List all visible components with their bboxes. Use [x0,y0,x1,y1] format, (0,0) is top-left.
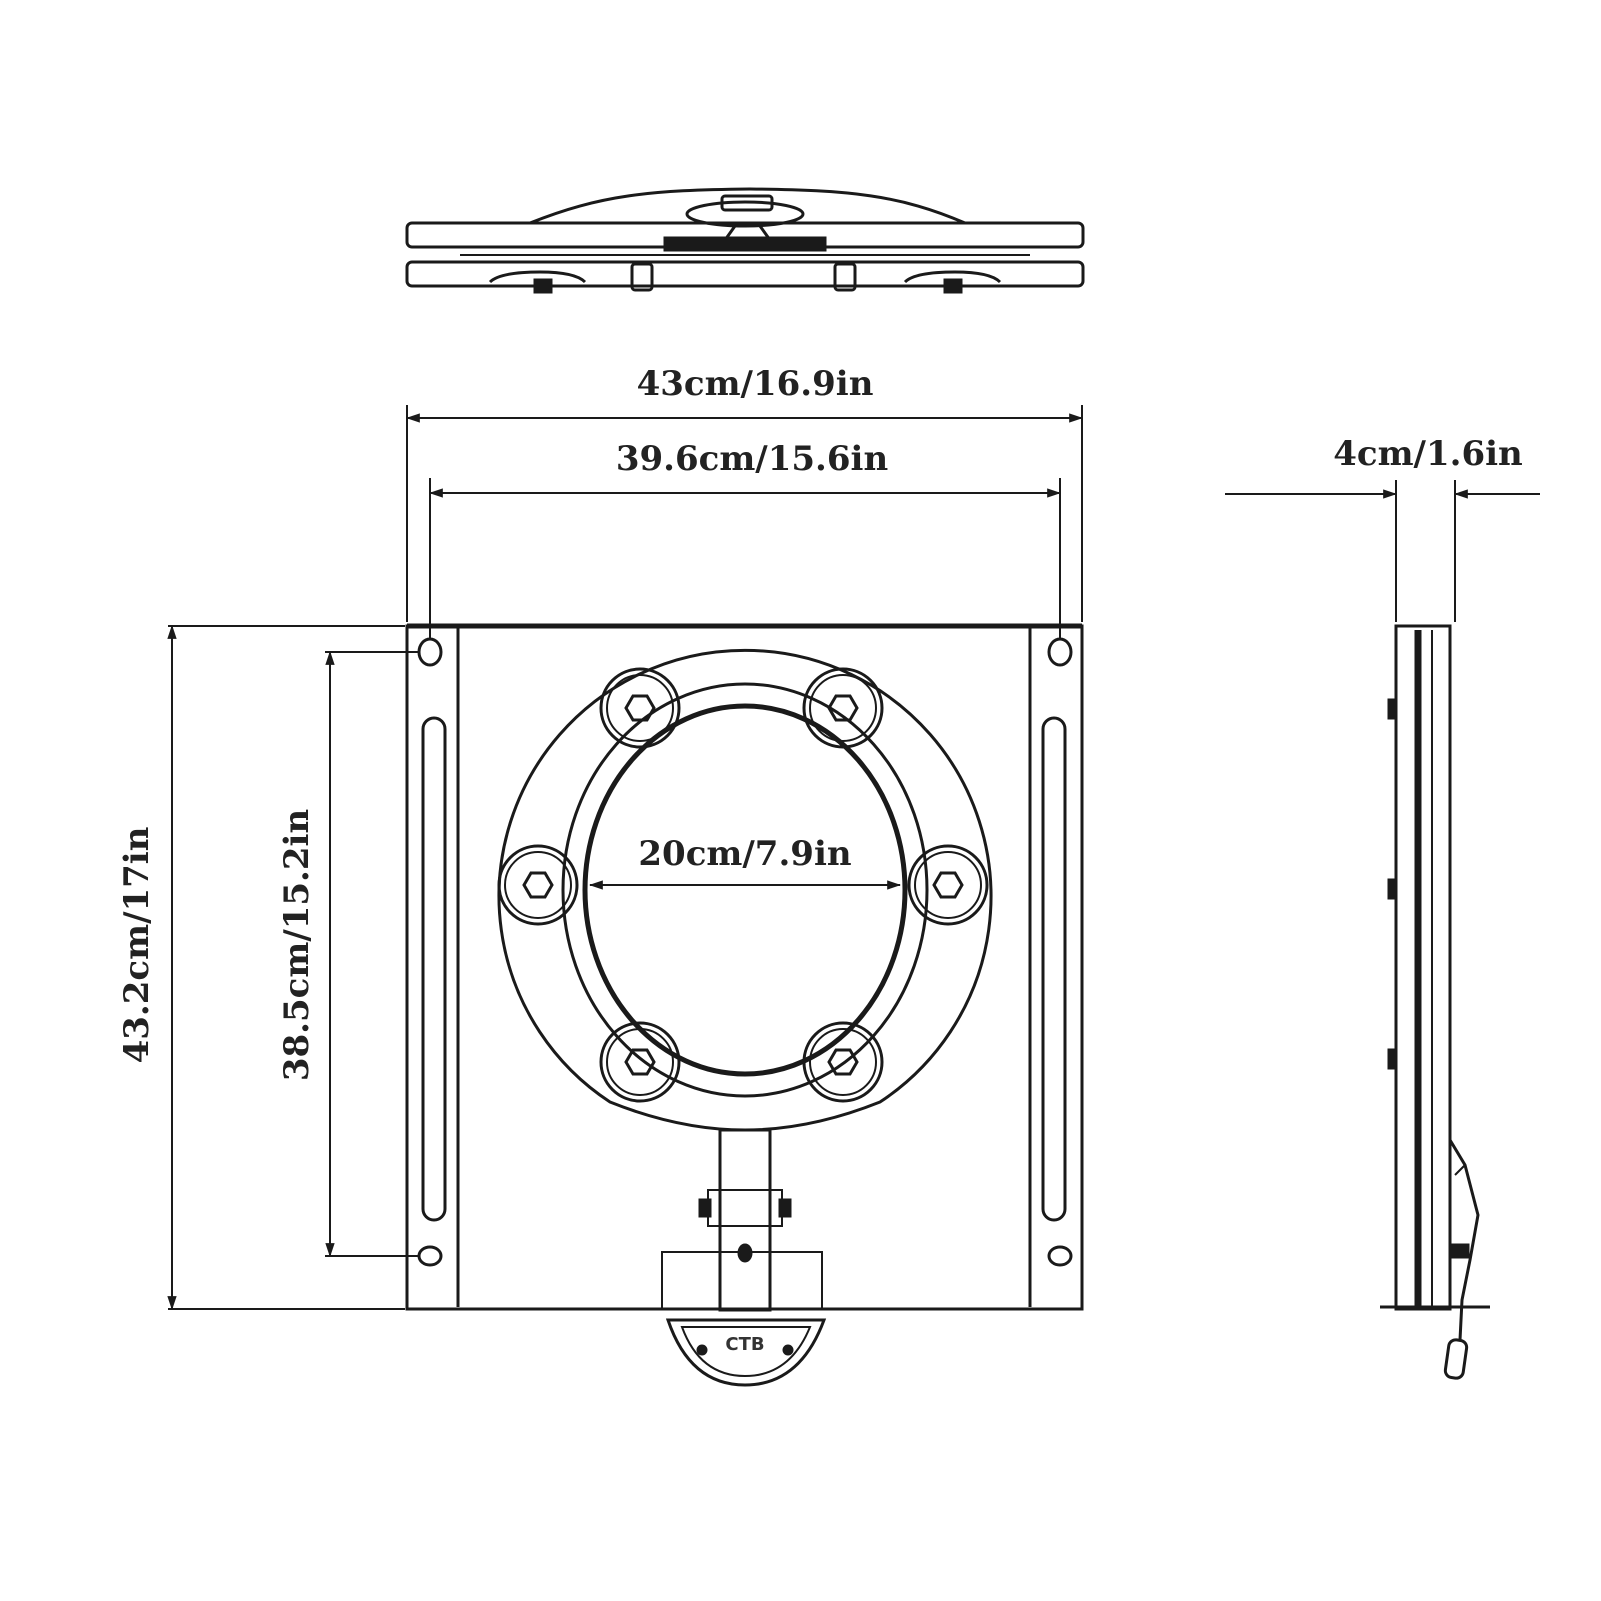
bolt-group [497,667,989,1103]
front-view [405,623,1084,1387]
hole-spacing-width-label: 39.6cm/15.6in [616,439,888,479]
top-view [405,187,1085,294]
side-view [1380,624,1490,1380]
dimension-lines [167,405,1540,1311]
overall-height-label: 43.2cm/17in [117,827,157,1064]
logo-text: CTB [725,1334,764,1355]
thickness-label: 4cm/1.6in [1333,434,1523,474]
overall-width-label: 43cm/16.9in [637,364,874,404]
hole-spacing-height-label: 38.5cm/15.2in [277,809,317,1081]
ring-diameter-label: 20cm/7.9in [638,834,851,874]
